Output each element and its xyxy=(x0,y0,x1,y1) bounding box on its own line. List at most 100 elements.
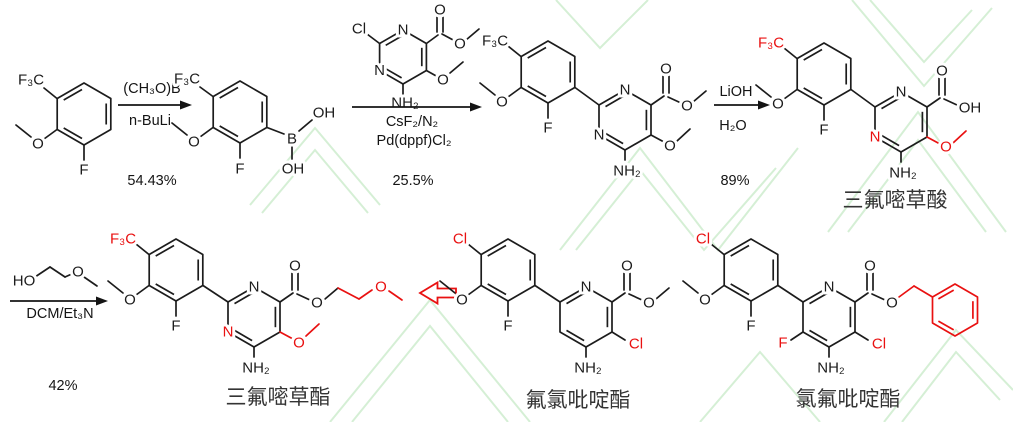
ring-bond xyxy=(212,80,268,144)
bond xyxy=(324,287,339,300)
bond xyxy=(15,124,32,138)
ring-double-bond xyxy=(803,87,823,100)
atom-label-cf3: F₃C xyxy=(174,71,200,88)
watermark-line xyxy=(249,126,381,206)
yield-4: 42% xyxy=(48,378,77,394)
bond-red xyxy=(279,331,294,340)
bond xyxy=(135,243,150,256)
bond xyxy=(783,47,798,60)
condition-below-2: Pd(dppf)Cl₂ xyxy=(377,133,452,149)
ring-bond xyxy=(802,286,856,348)
bond xyxy=(441,33,456,42)
benzene-ring xyxy=(723,238,779,302)
ring-bond xyxy=(598,89,652,151)
atom-label-nh2: NH₂ xyxy=(391,95,419,112)
bond-red xyxy=(926,136,941,145)
compound-name-pyridine-ester-2: 氯氟吡啶酯 xyxy=(796,387,901,411)
ring-double-bond xyxy=(487,283,507,296)
ring-double-bond xyxy=(63,127,83,140)
watermark-line xyxy=(555,0,649,50)
bond xyxy=(298,119,313,132)
atom-label-f: F xyxy=(543,120,552,137)
atom-label-n: N xyxy=(896,84,907,101)
compound-6-pyridine-ester-1: Cl O F N NH₂ Cl O O 氟氯吡啶酯 xyxy=(439,228,670,412)
atom-label-n: N xyxy=(594,127,605,144)
bond xyxy=(755,84,772,98)
watermark xyxy=(249,0,1013,422)
bond xyxy=(790,331,804,341)
bond-red xyxy=(337,287,360,300)
bond xyxy=(655,287,670,300)
condition-above: LiOH xyxy=(719,84,752,100)
atom-label-o: O xyxy=(32,136,44,153)
pyrimidine-ring xyxy=(227,286,281,348)
ring-double-bond xyxy=(487,244,507,257)
reaction-arrow-3: LiOH H₂O 89% xyxy=(714,84,770,189)
ring-double-bond xyxy=(527,46,547,59)
ring-bond xyxy=(931,283,979,337)
ring-double-bond xyxy=(937,320,955,331)
atom-label-o: O xyxy=(289,258,301,275)
benzene-ring xyxy=(148,238,204,302)
watermark-line xyxy=(261,148,369,214)
watermark-line xyxy=(559,146,799,252)
compound-name-ester: 三氟嘧草酯 xyxy=(226,385,331,409)
atom-label-o: O xyxy=(454,36,466,53)
bond-red xyxy=(388,290,403,301)
bond xyxy=(676,128,691,142)
atom-label-b: B xyxy=(287,131,297,148)
compound-7-pyridine-ester-2: Cl O F N NH₂ Cl F O O 氯氟吡啶酯 xyxy=(682,228,979,411)
atom-label-o: O xyxy=(311,295,323,312)
watermark-line xyxy=(329,298,531,422)
benzene-ring xyxy=(520,40,576,104)
atom-label-n: N xyxy=(824,279,835,296)
bond xyxy=(449,61,464,74)
bond-red xyxy=(305,323,320,337)
atom-label-o: O xyxy=(886,295,898,312)
reaction-arrow-4: HO O DCM/Et₃N 42% xyxy=(10,261,108,394)
reaction-arrow-2: CsF₂/N₂ Pd(dppf)Cl₂ 25.5% xyxy=(352,102,482,189)
condition-below-1: CsF₂/N₂ xyxy=(386,114,438,130)
bond xyxy=(34,266,51,278)
atom-label-cf3: F₃C xyxy=(758,35,784,52)
bond xyxy=(854,292,869,303)
compound-4-acid: F₃C O F N N NH₂ O O OH 三氟嘧草酸 xyxy=(755,32,984,213)
ring-bond xyxy=(559,286,613,348)
bond xyxy=(425,69,439,78)
bond xyxy=(854,331,869,341)
atom-label-o: O xyxy=(293,335,305,352)
atom-label-f: F xyxy=(79,162,88,179)
atom-label-n: N xyxy=(249,279,260,296)
benzene-ring xyxy=(480,238,536,302)
yield-1: 54.43% xyxy=(127,173,176,189)
bond xyxy=(199,86,214,98)
ring-double-bond xyxy=(63,88,83,101)
ring-double-bond xyxy=(881,134,900,147)
atom-label-nh2: NH₂ xyxy=(889,165,917,182)
atom-label-f: F xyxy=(778,335,787,352)
ring-bond xyxy=(723,238,779,302)
ring-double-bond xyxy=(155,244,175,257)
bond xyxy=(202,284,229,303)
ring-bond xyxy=(520,40,576,104)
benzyl-phenyl-ring xyxy=(931,283,979,337)
atom-label-nh2: NH₂ xyxy=(242,360,270,377)
bond xyxy=(628,293,643,301)
watermark-line xyxy=(883,328,1013,422)
bond xyxy=(692,90,707,103)
atom-label-o: O xyxy=(375,279,387,296)
ring-bond xyxy=(148,238,204,302)
atom-label-f: F xyxy=(171,318,180,335)
atom-label-cl: Cl xyxy=(453,231,467,248)
watermark-line xyxy=(869,0,973,64)
arrow-head xyxy=(470,102,482,112)
benzene-ring xyxy=(56,82,112,146)
bond xyxy=(534,284,561,303)
ring-bond xyxy=(480,238,536,302)
atom-label-f: F xyxy=(746,318,755,335)
pyridine-ring xyxy=(559,286,613,348)
bond xyxy=(465,28,480,41)
bond xyxy=(507,86,522,98)
atom-label-o: O xyxy=(864,258,876,275)
